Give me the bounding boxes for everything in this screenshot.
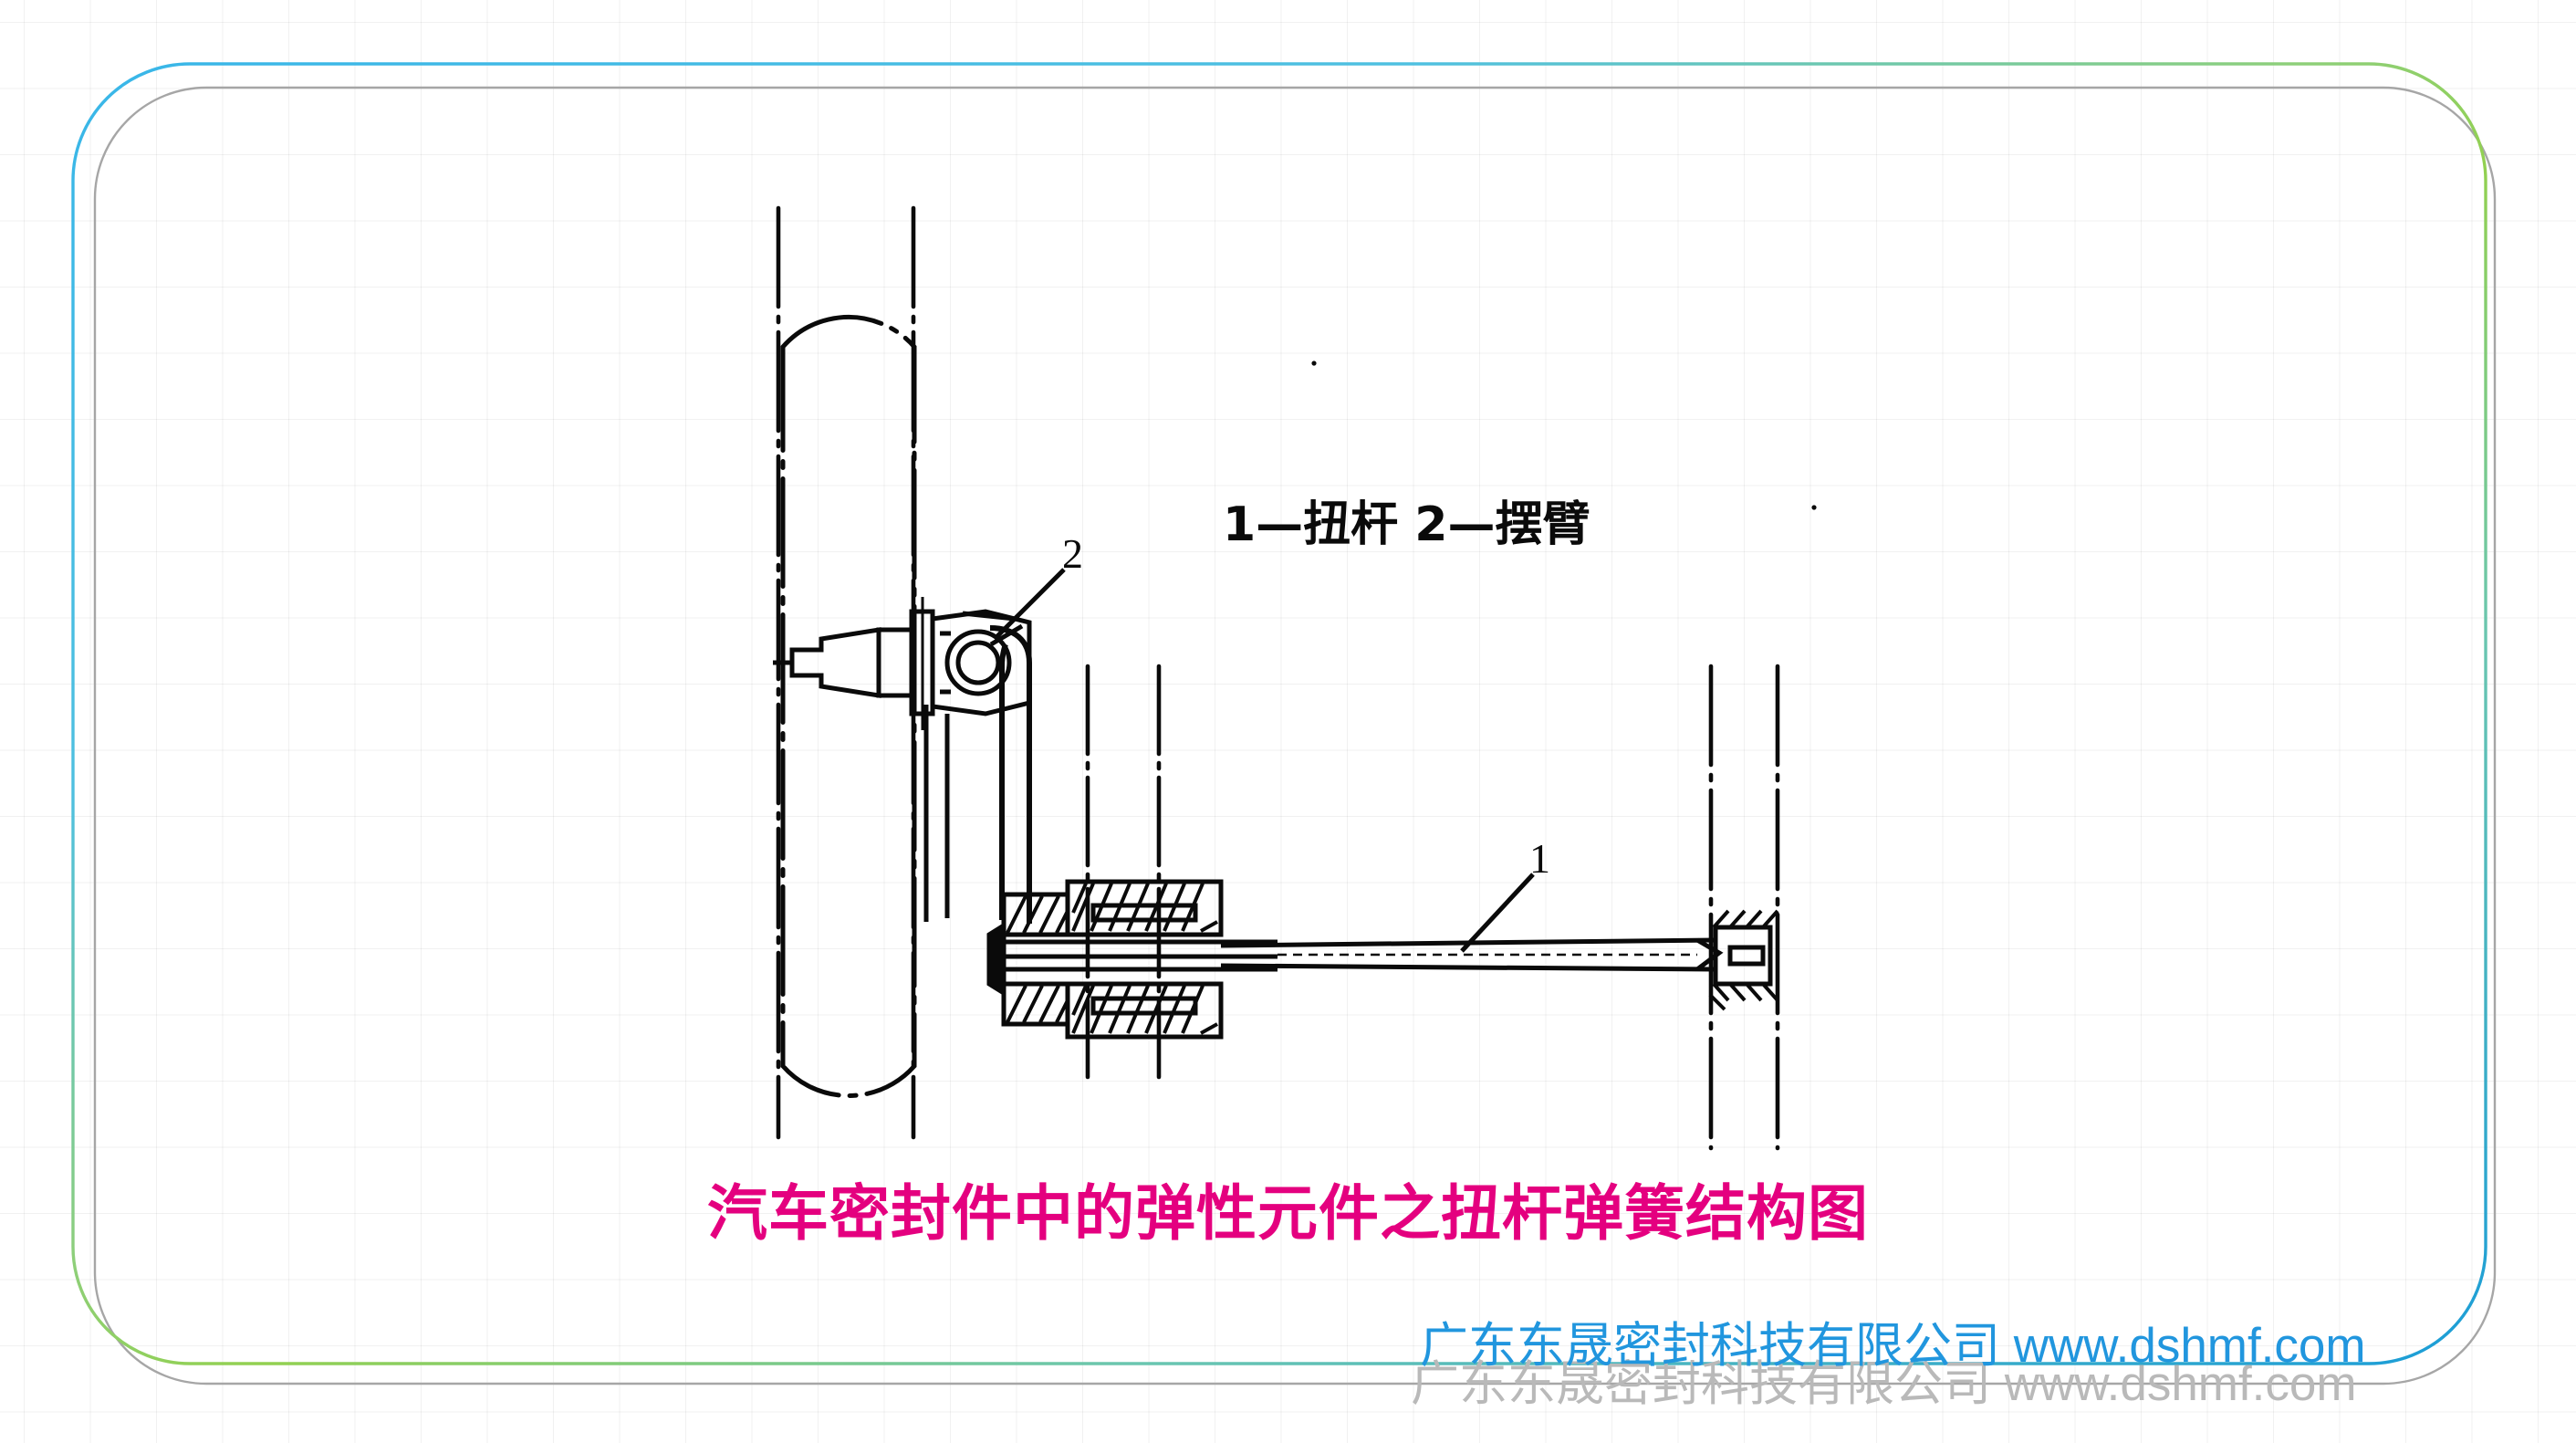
callout-2-number: 2: [1062, 530, 1083, 577]
footer-watermark[interactable]: 广东东晟密封科技有限公司 www.dshmf.com: [1420, 1319, 2366, 1373]
swing-arm-top-join: [962, 611, 1024, 647]
swing-arm: [989, 625, 1032, 924]
steering-knuckle-spindle: [773, 597, 1032, 730]
wheel-phantom-outline: [780, 315, 917, 1098]
frame-outer-gradient: [71, 62, 2487, 1365]
page-title: 汽车密封件中的弹性元件之扭杆弹簧结构图: [707, 1179, 1869, 1247]
callout-1-number: 1: [1529, 835, 1550, 882]
callout-1-leader: [1460, 873, 1535, 953]
bearing-housing-section: [986, 879, 1278, 1040]
housing-hatch-upper: [1071, 883, 1218, 933]
collar-hatch-upper: [1006, 895, 1069, 934]
footer-watermark-shadow: 广东东晟密封科技有限公司 www.dshmf.com: [1411, 1357, 2357, 1411]
chassis-rail-lines: [1708, 664, 1780, 1151]
scan-speckles: [1311, 361, 1817, 510]
callout-2-leader: [993, 568, 1066, 641]
bracket-hatch: [1708, 909, 1779, 1011]
frame-mount-bracket: [1695, 925, 1773, 987]
wheel-centre-lines: [776, 205, 916, 1140]
housing-axis-lines: [1085, 664, 1162, 1080]
diagram-legend: 1—扭杆 2—摆臂: [1223, 497, 1590, 552]
housing-hatch-lower: [1071, 985, 1218, 1035]
torsion-bar: [1220, 937, 1716, 972]
knuckle-lower-stems: [923, 705, 950, 922]
collar-hatch-lower: [1006, 985, 1069, 1023]
